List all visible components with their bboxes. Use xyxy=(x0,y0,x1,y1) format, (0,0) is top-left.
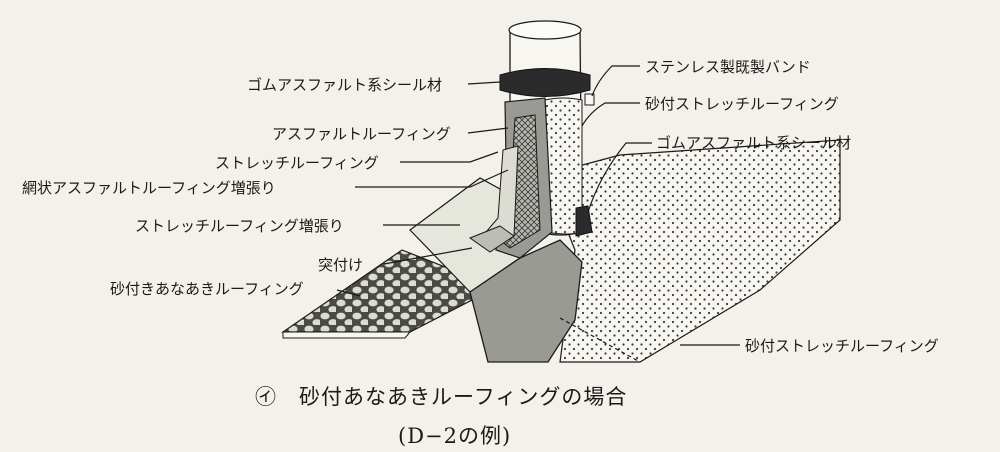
leader-sanded-stretch-top xyxy=(581,102,640,127)
label-butt-joint: 突付け xyxy=(318,256,364,274)
label-rubber-asphalt-sealant-top: ゴムアスファルト系シール材 xyxy=(247,76,443,94)
label-sanded-stretch-roofing-top: 砂付ストレッチルーフィング xyxy=(645,95,839,113)
leader-stretch-roofing xyxy=(400,151,499,163)
label-asphalt-roofing: アスファルトルーフィング xyxy=(272,125,451,143)
label-mesh-reinforcement: 網状アスファルトルーフィング増張り xyxy=(22,179,276,197)
roof-sanded-stretch-roofing xyxy=(544,139,841,363)
label-sanded-stretch-roofing-bottom: 砂付ストレッチルーフィング xyxy=(745,337,939,355)
label-rubber-asphalt-sealant-right: ゴムアスファルト系シール材 xyxy=(656,134,852,152)
figure-caption: ㋑ 砂付あなあきルーフィングの場合 xyxy=(255,385,628,409)
leader-rubber-sealant-top xyxy=(467,81,501,85)
figure-subcaption: (D−2の例) xyxy=(398,424,512,448)
leader-butt-joint xyxy=(383,247,473,265)
roofing-edge-strip xyxy=(282,331,412,339)
leader-asphalt-roofing xyxy=(467,127,509,134)
sanded-stretch-roofing-wrap xyxy=(469,239,583,363)
leader-rubber-sealant-right xyxy=(587,142,652,213)
leader-stainless-band xyxy=(591,65,640,97)
stainless-band xyxy=(499,68,591,97)
leader-mesh-reinforcement xyxy=(355,169,509,188)
membrane-seam xyxy=(559,317,641,363)
band-clamp xyxy=(584,93,595,106)
label-stretch-reinforcement: ストレッチルーフィング増張り xyxy=(135,217,344,235)
label-stretch-roofing: ストレッチルーフィング xyxy=(215,154,379,172)
label-stainless-band: ステンレス製既製バンド xyxy=(645,58,811,76)
pipe-top xyxy=(508,20,582,40)
butt-joint xyxy=(468,225,515,253)
label-perforated-sanded-roofing: 砂付きあなあきルーフィング xyxy=(110,280,304,298)
leader-perforated-roofing xyxy=(336,289,361,297)
rubber-asphalt-sealant-bead xyxy=(575,205,593,237)
leader-lines xyxy=(336,65,740,346)
